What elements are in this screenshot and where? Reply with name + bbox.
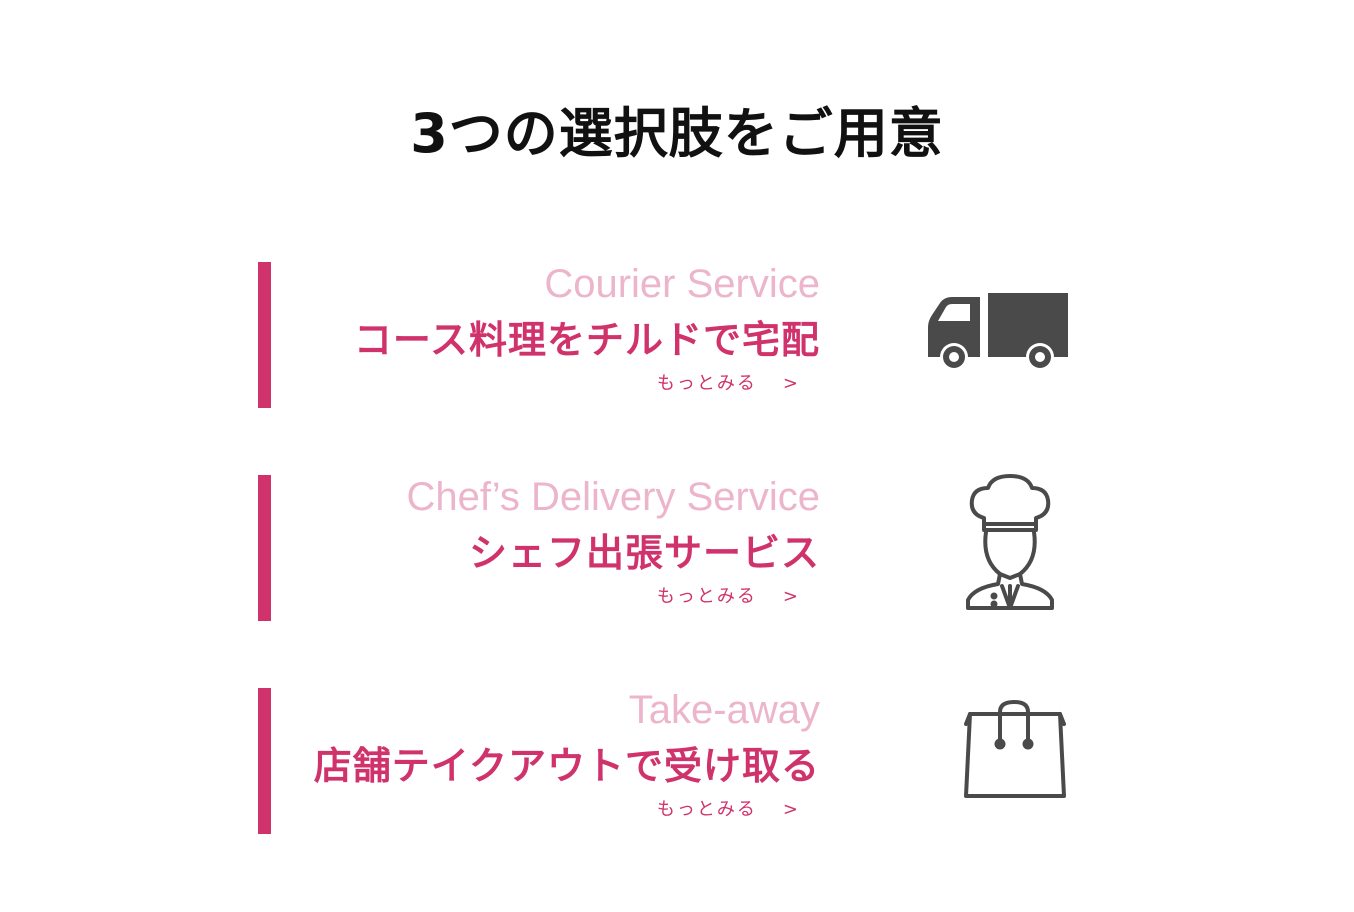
read-more-label: もっとみる	[656, 373, 757, 394]
service-courier[interactable]: Courier Service コース料理をチルドで宅配 もっとみる >	[258, 262, 1078, 408]
read-more-label: もっとみる	[656, 586, 757, 607]
read-more-link[interactable]: もっとみる >	[657, 798, 800, 822]
read-more-link[interactable]: もっとみる >	[657, 372, 800, 396]
service-title-en: Courier Service	[544, 262, 820, 306]
chevron-right-icon: >	[782, 586, 800, 607]
shopping-bag-icon	[960, 700, 1070, 800]
service-title-en: Chef’s Delivery Service	[406, 475, 820, 519]
service-take-away[interactable]: Take-away 店舗テイクアウトで受け取る もっとみる >	[258, 688, 1078, 834]
chevron-right-icon: >	[782, 799, 800, 820]
service-title-en: Take-away	[628, 688, 820, 732]
chevron-right-icon: >	[782, 373, 800, 394]
service-chef-delivery[interactable]: Chef’s Delivery Service シェフ出張サービス もっとみる >	[258, 475, 1078, 621]
service-title-ja: 店舗テイクアウトで受け取る	[313, 744, 820, 788]
accent-bar	[258, 475, 271, 621]
accent-bar	[258, 262, 271, 408]
accent-bar	[258, 688, 271, 834]
read-more-label: もっとみる	[656, 799, 757, 820]
truck-icon	[926, 291, 1070, 373]
service-title-ja: シェフ出張サービス	[468, 531, 820, 575]
chef-icon	[962, 474, 1058, 614]
page-title: 3つの選択肢をご用意	[410, 102, 944, 166]
read-more-link[interactable]: もっとみる >	[657, 585, 800, 609]
service-title-ja: コース料理をチルドで宅配	[353, 318, 820, 362]
